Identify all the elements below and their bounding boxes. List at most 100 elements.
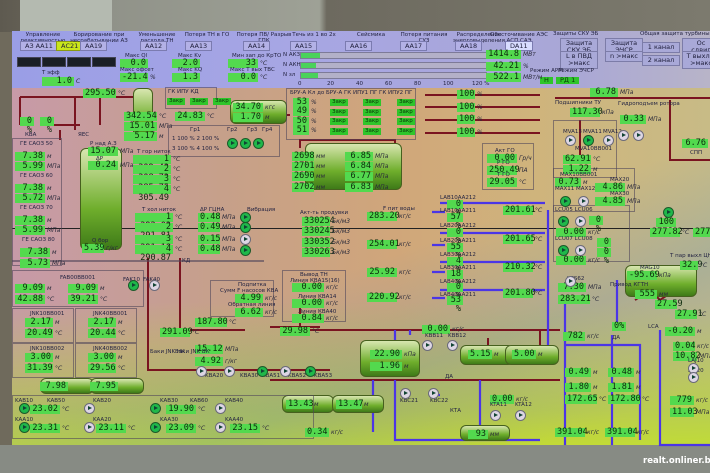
readout-kd_t: 342.54°С — [124, 112, 166, 121]
pump-icon[interactable] — [490, 410, 501, 421]
pump-icon[interactable] — [422, 340, 433, 351]
pump-icon[interactable] — [280, 366, 291, 377]
protection-lpvd-btn[interactable]: L в ПВД >макс — [560, 51, 598, 69]
pump-icon[interactable] — [560, 196, 571, 207]
readout-kab3: 19.90°С — [166, 405, 205, 414]
pump-icon[interactable] — [240, 222, 251, 233]
pump-icon[interactable] — [19, 403, 30, 414]
alarm-code-АА19[interactable]: АА19 — [80, 41, 108, 51]
pump-icon[interactable] — [578, 196, 589, 207]
alarm-code-АА15[interactable]: АА15 — [290, 41, 318, 51]
protection-ch2[interactable]: 2 канал — [642, 55, 680, 66]
pump-icon[interactable] — [240, 138, 251, 149]
label-gr-r1: 1 100 % 2 100 % — [172, 136, 220, 142]
readout-unit: кгс — [265, 104, 276, 111]
readout-t2759: 27.59 — [655, 300, 683, 309]
pump-icon[interactable] — [128, 280, 139, 291]
readout-maxkv: 2.0 — [172, 59, 202, 68]
readout-value: 4.86 — [595, 183, 625, 192]
pump-icon[interactable] — [663, 207, 674, 218]
pump-icon[interactable] — [558, 216, 569, 227]
power-bar-label: N АКЗ — [283, 52, 301, 58]
label-lab10-212: LAB10AA212 — [440, 195, 476, 201]
mode-mode-echsr[interactable]: РД 1 — [556, 77, 580, 84]
pump-icon[interactable] — [149, 280, 160, 291]
readout-value: 4.99 — [235, 294, 263, 303]
alarm-title: Течь из 1 во 2х — [292, 32, 336, 38]
pump-icon[interactable] — [227, 138, 238, 149]
pump-icon[interactable] — [558, 245, 569, 256]
readout-unit: МПа — [47, 195, 61, 202]
pump-icon[interactable] — [565, 135, 576, 146]
pump-icon[interactable] — [84, 422, 95, 433]
pump-icon[interactable] — [633, 130, 644, 141]
pump-icon[interactable] — [240, 245, 251, 256]
readout-unit: °С — [175, 214, 183, 221]
protection-n-btn[interactable]: n >макс — [605, 51, 643, 62]
pump-icon[interactable] — [575, 245, 586, 256]
label-saoz60: ГЕ САОЗ 60 — [20, 173, 53, 179]
pump-icon[interactable] — [575, 216, 586, 227]
pipe-blue — [432, 201, 545, 300]
readout-unit: кг/с — [587, 429, 600, 436]
readout-value: 1.22 — [563, 165, 591, 174]
pump-icon[interactable] — [688, 372, 699, 383]
readout-value: 0.34 — [305, 427, 329, 437]
pump-icon[interactable] — [428, 388, 439, 399]
pump-icon[interactable] — [150, 403, 161, 414]
readout-fab3: 42.88°С — [15, 295, 54, 304]
alarm-code-АА17[interactable]: АА17 — [400, 41, 428, 51]
readout-unit: % — [311, 108, 317, 115]
pump-icon[interactable] — [603, 135, 614, 146]
readout-value: 22.90 — [370, 350, 402, 359]
alarm-code-АЗ АА11[interactable]: АЗ АА11 — [20, 41, 58, 51]
pump-icon[interactable] — [583, 135, 594, 146]
label-liniya14: Линия КВА14 — [298, 294, 337, 300]
label-kaa10: KAA10 — [15, 417, 34, 423]
protection-ch1[interactable]: 1 канал — [642, 42, 680, 53]
pump-icon[interactable] — [196, 366, 207, 377]
readout-value: 0.49 — [565, 368, 591, 377]
readout-lab2a: 0 % — [447, 228, 465, 246]
pump-icon[interactable] — [240, 234, 251, 245]
label-max30: MAX30 — [610, 191, 630, 197]
readout-value: 13.43 — [286, 399, 314, 409]
readout-value: 6.83 — [345, 183, 373, 192]
label-lab40-211: LAB40AA211 — [440, 292, 476, 298]
alarm-code-АА12[interactable]: АА12 — [140, 41, 168, 51]
pump-icon[interactable] — [447, 340, 458, 351]
pump-icon[interactable] — [257, 366, 268, 377]
readout-maxtvs: 0.0°С — [228, 73, 267, 82]
pump-icon[interactable] — [224, 366, 235, 377]
label-liniya40: Линия КВА40 — [298, 309, 337, 315]
alarm-code-АА18[interactable]: АА18 — [455, 41, 483, 51]
pump-icon[interactable] — [84, 403, 95, 414]
pump-icon[interactable] — [400, 388, 411, 399]
readout-value: 1.80 — [565, 383, 591, 392]
pump-icon[interactable] — [150, 422, 161, 433]
pump-icon[interactable] — [19, 422, 30, 433]
readout-unit: МПа — [159, 123, 173, 130]
protection-exhaust-btn[interactable]: Т выхл L >макс — [682, 51, 710, 69]
label-yes: ЯЕС — [78, 132, 90, 138]
label-max20: MAX20 — [610, 177, 630, 183]
pump-icon[interactable] — [515, 410, 526, 421]
pump-icon[interactable] — [253, 138, 264, 149]
pump-icon[interactable] — [565, 276, 576, 287]
mode-mode-arm[interactable]: Н — [540, 77, 553, 84]
alarm-code-АА16[interactable]: АА16 — [345, 41, 373, 51]
pump-icon[interactable] — [215, 403, 226, 414]
alarm-code-АА14[interactable]: АА14 — [243, 41, 271, 51]
readout-value: 23.11 — [96, 424, 126, 433]
pump-icon[interactable] — [215, 422, 226, 433]
pump-icon[interactable] — [305, 366, 316, 377]
pump-icon[interactable] — [618, 130, 629, 141]
readout-value: 1 309.43 — [133, 155, 171, 173]
alarm-code-АА13[interactable]: АА13 — [185, 41, 213, 51]
